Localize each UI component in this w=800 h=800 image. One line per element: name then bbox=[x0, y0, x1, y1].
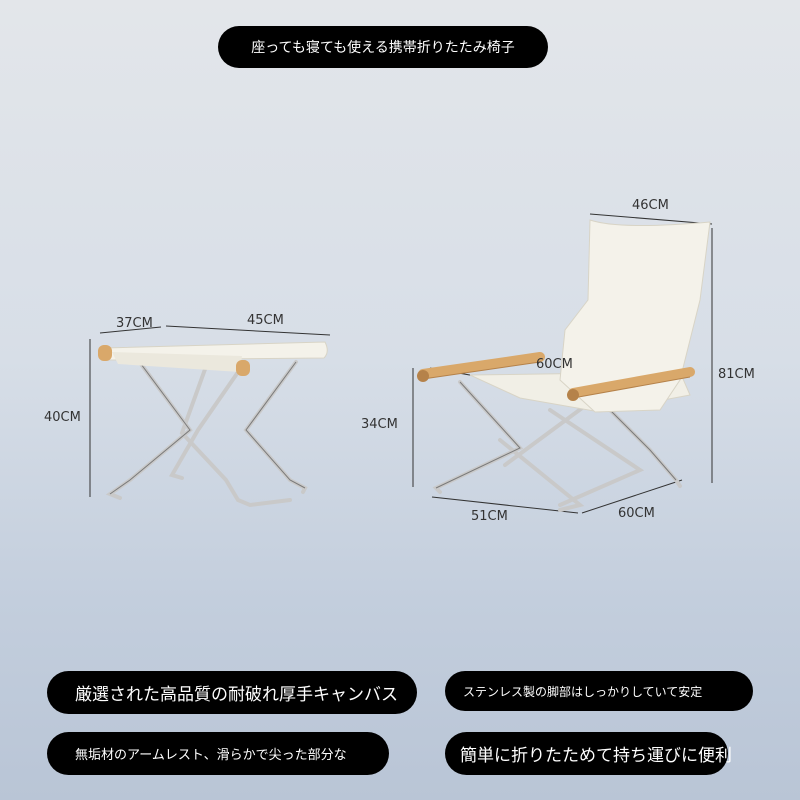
title-banner: 座っても寝ても使える携帯折りたたみ椅子 bbox=[218, 26, 548, 68]
stool-height-label: 40CM bbox=[44, 410, 81, 425]
stool-depth-label: 37CM bbox=[116, 316, 153, 331]
feature-text: 簡単に折りたためて持ち運びに便利 bbox=[460, 746, 732, 766]
title-text: 座っても寝ても使える携帯折りたたみ椅子 bbox=[251, 40, 515, 56]
chair-width-label: 60CM bbox=[618, 506, 655, 521]
feature-text: 無垢材のアームレスト、滑らかで尖った部分な bbox=[75, 748, 347, 763]
chair-seat-height-label: 34CM bbox=[361, 417, 398, 432]
stool-width-label: 45CM bbox=[247, 313, 284, 328]
chair-illustration bbox=[417, 219, 711, 512]
feature-pill-steel: ステンレス製の脚部はしっかりしていて安定 bbox=[445, 671, 753, 711]
feature-pill-wood: 無垢材のアームレスト、滑らかで尖った部分な bbox=[47, 732, 389, 775]
feature-pill-canvas: 厳選された高品質の耐破れ厚手キャンバス bbox=[47, 671, 417, 714]
feature-pill-portable: 簡単に折りたためて持ち運びに便利 bbox=[445, 732, 732, 775]
feature-text: 厳選された高品質の耐破れ厚手キャンバス bbox=[75, 685, 398, 705]
chair-depth-label: 51CM bbox=[471, 509, 508, 524]
chair-back-width-label: 46CM bbox=[632, 198, 669, 213]
stool-illustration bbox=[98, 341, 328, 508]
chair-height-label: 81CM bbox=[718, 367, 755, 382]
feature-text: ステンレス製の脚部はしっかりしていて安定 bbox=[463, 684, 703, 699]
chair-arm-width-label: 60CM bbox=[536, 357, 573, 372]
